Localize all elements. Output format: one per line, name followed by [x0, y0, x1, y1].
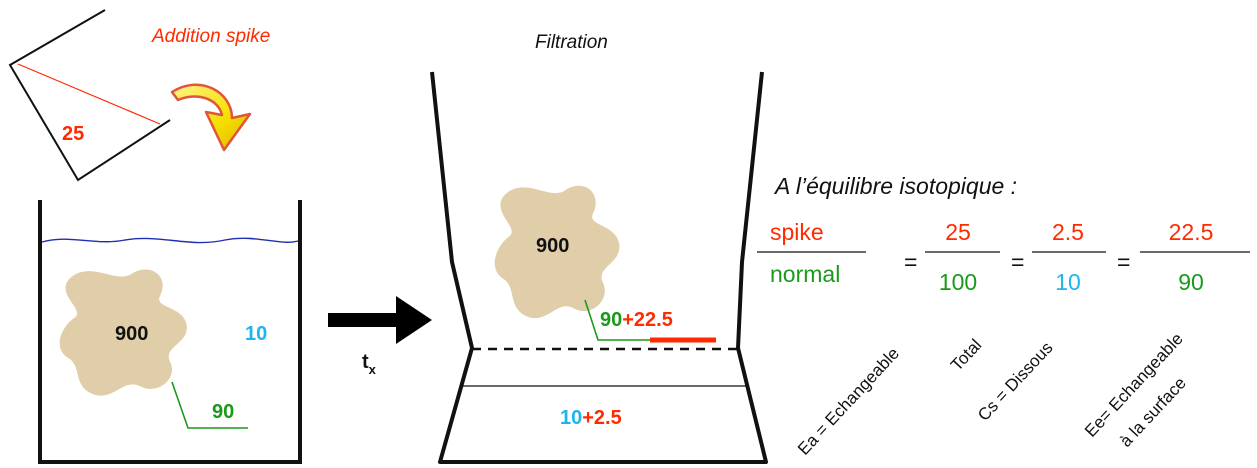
beaker-solution-value: 10	[245, 323, 267, 345]
caption-dissolved: Cs = Dissous	[974, 338, 1057, 425]
spike-title: Addition spike	[151, 26, 270, 47]
spike-vessel	[8, 9, 171, 182]
pour-arrow-icon	[170, 83, 252, 152]
spike-liquid-line	[17, 63, 161, 125]
equals-sign-3: =	[1117, 249, 1130, 275]
fraction-dissolved-numerator: 2.5	[1052, 219, 1084, 245]
filtration-exchangeable-label: 90+22.5	[600, 309, 673, 331]
ratio-numerator: spike	[770, 219, 824, 245]
fraction-total-denominator: 100	[939, 269, 977, 295]
fraction-dissolved: 2.5 10	[1032, 219, 1106, 295]
filtration-title: Filtration	[535, 32, 608, 53]
beaker-exchangeable-pointer	[171, 381, 248, 429]
caption-total-line1: Ea = Echangeable	[794, 344, 903, 459]
beaker-particle-value: 900	[115, 323, 148, 345]
water-surface	[41, 237, 299, 244]
equals-sign-1: =	[904, 249, 917, 275]
equals-sign-2: =	[1011, 249, 1024, 275]
beaker	[38, 200, 302, 464]
fraction-surface-numerator: 22.5	[1169, 219, 1214, 245]
time-arrow-icon	[328, 296, 432, 344]
spike-amount: 25	[62, 123, 84, 145]
filtration-funnel	[430, 71, 768, 464]
fraction-surface-denominator: 90	[1178, 269, 1204, 295]
ratio-denominator: normal	[770, 261, 840, 287]
fraction-dissolved-denominator: 10	[1055, 269, 1081, 295]
filtration-exchangeable-pointer	[584, 299, 650, 341]
fraction-surface: 22.5 90	[1140, 219, 1250, 295]
equilibrium-title: A l’équilibre isotopique :	[773, 173, 1017, 199]
fraction-total-numerator: 25	[945, 219, 971, 245]
fraction-total: 25 100	[925, 219, 1000, 295]
ratio-spike-normal: spike normal	[757, 219, 866, 287]
beaker-exchangeable-value: 90	[212, 401, 234, 423]
filtrate-label: 10+2.5	[560, 407, 622, 429]
time-label: tx	[362, 351, 377, 377]
caption-total-line2: Total	[947, 335, 985, 374]
filtration-particle-value: 900	[536, 235, 569, 257]
